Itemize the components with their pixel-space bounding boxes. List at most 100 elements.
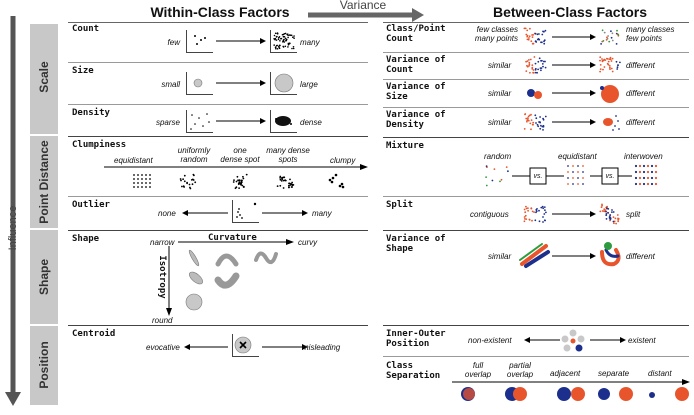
class-separation-samples xyxy=(461,387,689,401)
dimension-bar-point-distance xyxy=(30,136,58,228)
dimension-bar-shape xyxy=(30,230,58,324)
class-point-few-classes-plot xyxy=(523,27,547,45)
size-title: Size xyxy=(72,66,94,76)
count-few-plot xyxy=(186,30,213,53)
centroid-right-label: misleading xyxy=(302,343,341,352)
mixture-vs-2: vs. xyxy=(605,173,615,180)
inner-outer-right-label: existent xyxy=(628,336,656,345)
shape-samples xyxy=(185,249,278,311)
split-left-label: contiguous xyxy=(470,210,509,219)
outlier-title: Outlier xyxy=(72,200,110,210)
count-left-label: few xyxy=(167,38,180,47)
count-title: Count xyxy=(72,24,100,34)
clumpiness-title: Clumpiness xyxy=(72,140,127,150)
size-right-label: large xyxy=(300,80,318,89)
variance-count-right-label: different xyxy=(626,61,655,70)
variance-size-arrow xyxy=(552,90,596,96)
mixture-title: Mixture xyxy=(386,141,424,151)
shape-curvy-label: curvy xyxy=(298,238,318,247)
variance-density-left-label: similar xyxy=(488,118,512,127)
variance-size-different-plot xyxy=(600,85,619,103)
mixture-random-label: random xyxy=(484,152,512,161)
centroid-left-label: evocative xyxy=(146,343,180,352)
density-dense-plot xyxy=(270,110,297,133)
dimension-bar-scale xyxy=(30,24,58,134)
split-arrow xyxy=(552,211,596,217)
variance-shape-right-label: different xyxy=(626,252,655,261)
shape-narrow-label: narrow xyxy=(150,238,175,247)
variance-density-different-plot xyxy=(603,115,620,131)
centroid-plot xyxy=(232,334,259,357)
count-right-label: many xyxy=(300,38,320,47)
size-large-plot xyxy=(270,72,297,95)
influence-label: Influence xyxy=(7,205,19,251)
variance-arrow xyxy=(308,8,424,22)
split-split-plot xyxy=(599,203,620,225)
variance-shape-left-label: similar xyxy=(488,252,512,261)
split-contiguous-plot xyxy=(523,205,547,223)
separation-distant-label: distant xyxy=(648,369,672,378)
class-point-many-classes-plot xyxy=(600,29,620,45)
mixture-vs-1: vs. xyxy=(533,173,543,180)
centroid-left-arrow xyxy=(184,344,228,350)
outlier-right-arrow xyxy=(262,210,308,216)
separation-separate-label: separate xyxy=(598,369,630,378)
variance-shape-similar-plot xyxy=(519,243,550,268)
dimension-label-shape: Shape xyxy=(37,259,51,296)
mixture-equidistant-label: equidistant xyxy=(558,152,597,161)
variance-count-similar-plot xyxy=(525,56,547,74)
separation-adjacent-label: adjacent xyxy=(550,369,581,378)
mixture-diagram xyxy=(485,164,658,187)
variance-density-right-label: different xyxy=(626,118,655,127)
isotropy-arrow xyxy=(166,246,172,316)
curvature-arrow xyxy=(178,239,294,245)
dimension-label-position: Position xyxy=(37,341,51,389)
density-left-label: sparse xyxy=(155,118,180,127)
mixture-interwoven-label: interwoven xyxy=(624,152,663,161)
split-title: Split xyxy=(386,200,414,210)
isotropy-label: Isotropy xyxy=(157,255,167,299)
outlier-left-label: none xyxy=(158,209,176,218)
variance-label: Variance xyxy=(339,0,387,12)
density-sparse-plot xyxy=(186,110,213,133)
dimension-bar-position xyxy=(30,326,58,405)
variance-size-similar-plot xyxy=(527,89,542,99)
curvature-label: Curvature xyxy=(208,233,257,243)
clumpiness-samples xyxy=(133,173,345,190)
inner-outer-plot xyxy=(561,329,585,352)
inner-outer-left-label: non-existent xyxy=(468,336,512,345)
variance-count-different-plot xyxy=(599,56,621,73)
outlier-plot xyxy=(232,200,259,223)
size-left-label: small xyxy=(161,80,180,89)
clumpiness-label-clumpy: clumpy xyxy=(330,156,356,165)
inner-outer-left-arrow xyxy=(524,337,560,343)
influence-arrow xyxy=(5,16,21,406)
variance-shape-different-plot xyxy=(600,242,621,267)
variance-density-similar-plot xyxy=(523,113,547,131)
outlier-right-label: many xyxy=(312,209,332,218)
class-point-count-arrow xyxy=(552,34,596,40)
between-class-header: Between-Class Factors xyxy=(492,4,648,20)
density-title: Density xyxy=(72,108,110,118)
shape-title: Shape xyxy=(72,234,100,244)
inner-outer-right-arrow xyxy=(590,337,626,343)
density-right-label: dense xyxy=(300,118,322,127)
density-arrow xyxy=(216,118,266,124)
clumpiness-arrow xyxy=(104,164,368,170)
variance-count-left-label: similar xyxy=(488,61,512,70)
within-class-header: Within-Class Factors xyxy=(150,4,290,20)
class-separation-arrow xyxy=(452,379,690,385)
shape-round-label: round xyxy=(152,316,173,325)
outlier-left-arrow xyxy=(182,210,228,216)
variance-size-left-label: similar xyxy=(488,89,512,98)
